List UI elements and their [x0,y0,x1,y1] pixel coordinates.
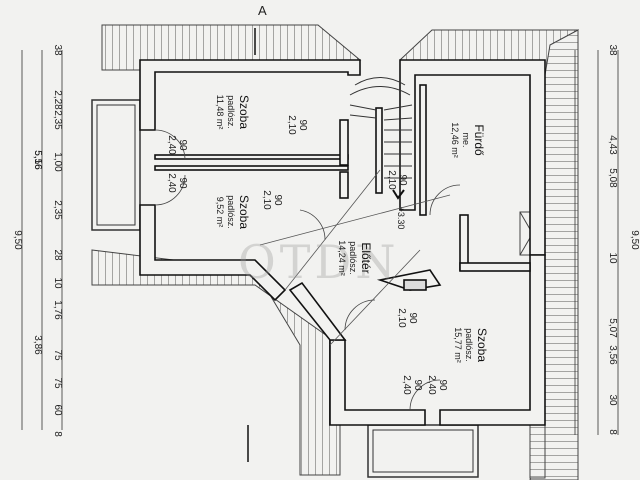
door-dim-3: 902,10 [261,190,283,210]
dim-left-inner-8: 75 [52,349,63,361]
svg-text:padlósz.: padlósz. [226,195,236,229]
door-dim-6: 902,40 [401,375,423,395]
section-line-a [247,28,256,462]
svg-text:9,52 m²: 9,52 m² [215,197,225,228]
svg-text:15,77 m²: 15,77 m² [453,327,463,363]
room-szoba-bottom: Szoba padlósz. 15,77 m² [453,327,489,363]
svg-text:Előtér: Előtér [359,242,373,273]
dim-left-inner-10: 60 [52,404,63,416]
dim-left-inner-4: 2,35 [52,200,63,220]
svg-text:+3.30: +3.30 [396,207,406,230]
dim-left-inner-7: 1,76 [52,300,63,320]
dim-right-inner-1: 3,56 [607,345,618,365]
dim-right-middle-1: 5,08 [607,168,618,188]
dim-left-outer-0: 9,50 [12,230,23,250]
door-dim-4: 902,10 [386,170,408,190]
svg-text:Szoba: Szoba [237,195,251,229]
door-dimension-labels: 902,10902,40902,40902,10902,10902,10902,… [166,115,448,395]
dim-right-inner-2: 30 [607,394,618,406]
walls [139,59,546,426]
dim-right-inner-0: 38 [607,44,618,56]
door-dim-5: 902,10 [396,308,418,328]
svg-text:padlósz.: padlósz. [226,95,236,129]
right-dimension-chains [574,50,619,435]
watermark: OTDN [238,235,400,289]
room-szoba-top: Szoba padlósz. 11,48 m² [215,95,251,130]
door-dim-1: 902,40 [166,135,188,155]
dim-left-inner-3: 1,00 [52,152,63,172]
dim-left-inner-2: 2,35 [52,110,63,130]
dim-right-outer-0: 9,50 [629,230,640,250]
left-dimension-chains [21,50,63,430]
svg-text:Szoba: Szoba [237,95,251,129]
svg-text:Fürdő: Fürdő [472,124,486,156]
dim-right-inner-3: 8 [607,429,618,435]
dim-right-middle-0: 4,43 [607,135,618,155]
door-dim-2: 902,40 [166,173,188,193]
svg-text:12,46 m²: 12,46 m² [450,122,460,158]
dim-left-inner-11: 8 [52,431,63,437]
balcony-left [91,99,141,231]
dim-left-inner-5: 28 [52,249,63,261]
svg-text:Szoba: Szoba [475,328,489,362]
dim-left-inner-6: 10 [52,277,63,289]
room-eloter: Előtér padlósz. 14,24 m² [337,240,373,276]
dim-left-middle-0: 5,56 [32,150,43,170]
svg-text:11,48 m²: 11,48 m² [215,95,225,130]
diagonal-lines [259,169,451,346]
staircase [349,77,413,200]
svg-text:me.: me. [461,132,471,147]
balcony-bottom [367,424,479,478]
door-swings [154,129,461,411]
door-dim-0: 902,10 [286,115,308,135]
door-dim-7: 902,40 [426,375,448,395]
dim-right-middle-3: 5,07 [607,318,618,338]
dim-left-inner2-0: 5,16 [32,150,43,170]
section-a-top: A [258,3,267,18]
svg-text:14,24 m²: 14,24 m² [337,240,347,276]
dim-left-inner-1: 2,28 [52,90,63,110]
dim-left-middle-1: 3,86 [32,335,43,355]
svg-text:padlósz.: padlósz. [464,328,474,362]
left-dimensions: 9,505,563,86382,282,351,002,3528101,7675… [12,44,63,437]
level-mark: +3.30 [396,207,406,230]
dim-left-inner-0: 38 [52,44,63,56]
svg-text:padlósz.: padlósz. [348,241,358,275]
room-furdo: Fürdő me. 12,46 m² [450,122,486,158]
dim-right-middle-2: 10 [607,252,618,264]
dim-left-inner-9: 75 [52,377,63,389]
room-szoba-middle: Szoba padlósz. 9,52 m² [215,195,251,229]
right-dimensions: 9,50 4,43 5,08 10 5,07 38 3,56 30 8 [607,44,640,435]
